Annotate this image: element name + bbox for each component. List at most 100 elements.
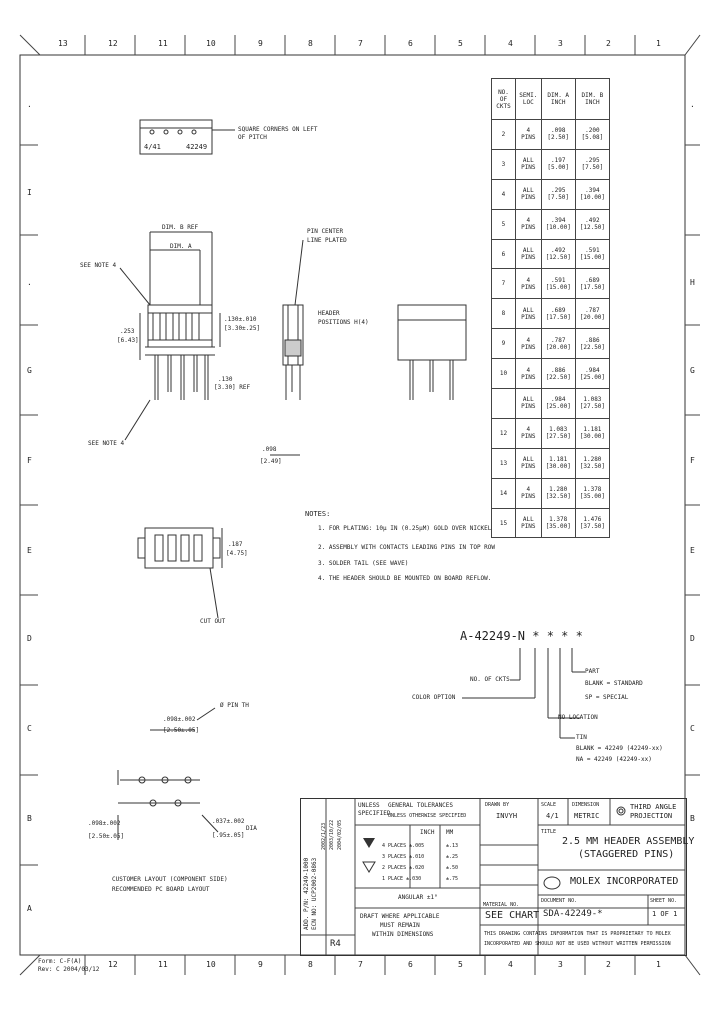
mm-marker <box>362 861 376 873</box>
tol-row-3: 2 PLACES ±.020 <box>382 865 425 871</box>
table-cell: 1.083 [27.50] <box>574 388 611 419</box>
table-cell: .197 [5.00] <box>540 148 576 180</box>
col-1-top: 1 <box>656 39 661 48</box>
dim-a-label: DIM. A <box>170 243 192 250</box>
ecn-no: ECN NO: UCP2002-0863 <box>311 857 318 930</box>
col-8-top: 8 <box>308 39 313 48</box>
doc-no-value: SDA-42249-* <box>543 909 603 919</box>
note-4: 4. THE HEADER SHOULD BE MOUNTED ON BOARD… <box>318 575 492 582</box>
table-cell: .787 [20.00] <box>574 298 611 330</box>
row-left-4: F <box>27 456 32 465</box>
table-cell: ALL PINS <box>514 178 542 210</box>
pcb-pin-th: Ø PIN TH <box>220 702 249 709</box>
pn-blank-standard: BLANK = STANDARD <box>585 680 643 687</box>
dim-330-ref: [3.30] REF <box>214 384 251 391</box>
row-left-2: . <box>27 278 32 287</box>
row-left-1: I <box>27 188 32 197</box>
note-1: 1. FOR PLATING: 10μ IN (0.25μM) GOLD OVE… <box>318 525 492 532</box>
dim-475: [4.75] <box>226 550 248 557</box>
table-cell: 15 <box>491 507 516 539</box>
header-label: HEADER <box>318 310 340 317</box>
pn-no-ckts: NO. OF CKTS <box>470 676 510 683</box>
pn-no-location: NO LOCATION <box>558 714 598 721</box>
col-13-top: 13 <box>58 39 68 48</box>
part-number-main: A-42249-N * * * * <box>460 629 583 643</box>
table-cell: 14 <box>491 477 516 509</box>
table-cell: 13 <box>491 447 516 479</box>
pn-color-option: COLOR OPTION <box>412 694 456 701</box>
dimensions-table: NO. OF CKTS SEMI. LOC DIM. A INCH DIM. B… <box>491 78 611 539</box>
row-right-2: G <box>690 366 695 375</box>
table-cell: ALL PINS <box>514 447 542 479</box>
pcb-layout <box>117 707 219 840</box>
squared-corner-note: SQUARE CORNERS ON LEFT <box>238 126 318 133</box>
date-1: 2002/1/23 <box>321 822 327 850</box>
sheet-value: 1 OF 1 <box>652 910 678 918</box>
table-cell: ALL PINS <box>514 388 542 419</box>
col-8-bottom: 8 <box>308 960 313 969</box>
tol-mm-1: ±.13 <box>446 843 459 849</box>
proprietary-2: INCORPORATED AND SHOULD NOT BE USED WITH… <box>484 941 671 947</box>
table-cell: 1.378 [35.00] <box>540 507 576 539</box>
col-header-dim-a: DIM. A INCH <box>540 78 576 120</box>
row-left-7: C <box>27 724 32 733</box>
table-header-row: NO. OF CKTS SEMI. LOC DIM. A INCH DIM. B… <box>491 78 611 120</box>
row-right-1: H <box>690 278 695 287</box>
third-angle-label: THIRD ANGLE <box>630 803 677 811</box>
title-label: TITLE <box>541 829 557 835</box>
scale-value: 4/1 <box>546 812 559 820</box>
molex-logo <box>543 876 561 890</box>
row-left-5: E <box>27 546 32 555</box>
rev-note: Rev: C 2004/03/12 <box>38 966 100 973</box>
table-cell: 10 <box>491 358 516 390</box>
tol-row-2: 3 PLACES ±.010 <box>382 854 425 860</box>
row-right-7: B <box>690 814 695 823</box>
note-2: 2. ASSEMBLY WITH CONTACTS LEADING PINS I… <box>318 544 496 551</box>
table-cell: .886 [22.50] <box>574 328 611 360</box>
squared-corner-note-2: OF PITCH <box>238 134 267 141</box>
col-6-bottom: 6 <box>408 960 413 969</box>
connector-label: 4/41 <box>144 143 161 151</box>
table-cell: 4 PINS <box>514 417 542 449</box>
table-cell: 4 <box>491 178 516 210</box>
company-name: MOLEX INCORPORATED <box>570 876 679 887</box>
row-right-4: E <box>690 546 695 555</box>
table-cell: 8 <box>491 298 516 330</box>
row-right-3: F <box>690 456 695 465</box>
dim-098: .098 <box>262 446 277 453</box>
table-cell: 7 <box>491 268 516 300</box>
col-6-top: 6 <box>408 39 413 48</box>
tol-mm-2: ±.25 <box>446 854 459 860</box>
row-left-8: B <box>27 814 32 823</box>
pcb-dim1: .098±.002 <box>163 716 196 723</box>
top-connector-view <box>139 119 235 155</box>
table-cell: 12 <box>491 417 516 449</box>
see-chart: SEE CHART <box>485 910 540 921</box>
projection-label: PROJECTION <box>630 812 673 820</box>
table-cell: 6 <box>491 238 516 270</box>
pcb-note-2: RECOMMENDED PC BOARD LAYOUT <box>112 886 210 893</box>
draft-note-3: WITHIN DIMENSIONS <box>372 931 434 938</box>
table-cell: .689 [17.50] <box>574 268 611 300</box>
title-line-2: (STAGGERED PINS) <box>578 849 675 860</box>
row-right-0: . <box>690 100 695 109</box>
date-3: 2004/02/05 <box>337 819 343 850</box>
inch-header: INCH <box>420 829 435 836</box>
table-cell: .984 [25.00] <box>540 388 576 419</box>
col-header-ckts: NO. OF CKTS <box>491 78 516 120</box>
tol-row-1: 4 PLACES ±.005 <box>382 843 425 849</box>
sheet-label: SHEET NO. <box>650 898 678 904</box>
col-11-bottom: 11 <box>158 960 168 969</box>
pn-part: PART <box>585 668 600 675</box>
table-cell: 1.280 [32.50] <box>574 447 611 479</box>
add-pn: ADD. P/N: 42249-1000 <box>303 857 310 930</box>
table-cell: 1.181 [30.00] <box>540 447 576 479</box>
table-cell: ALL PINS <box>514 238 542 270</box>
